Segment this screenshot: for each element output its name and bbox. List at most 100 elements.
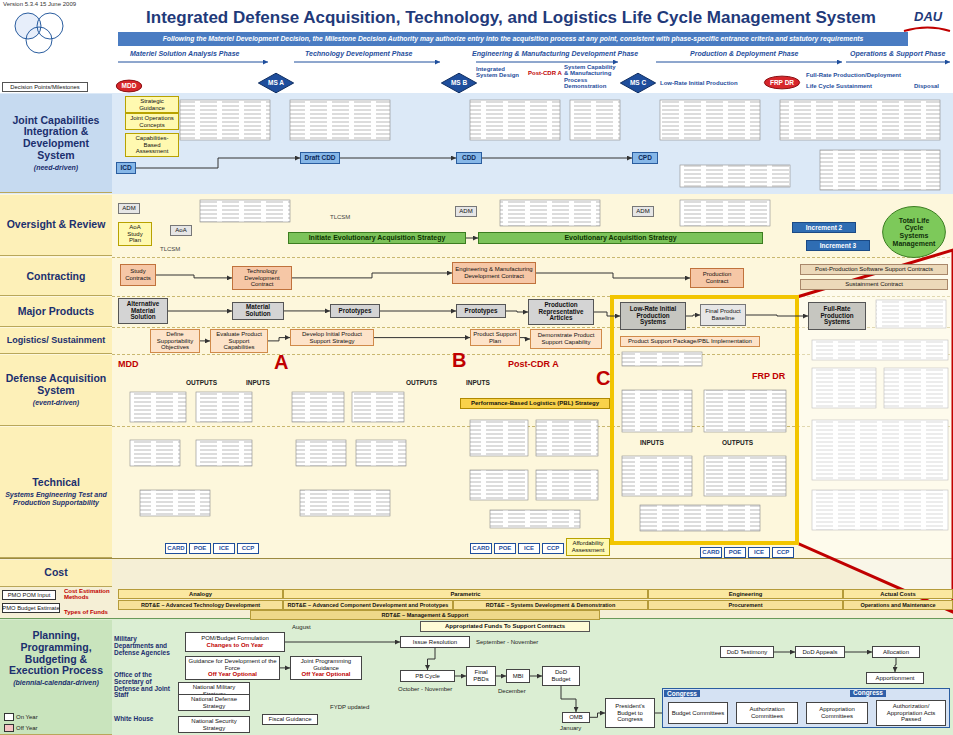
budget-box: President's Budget to Congress — [605, 698, 655, 728]
detail-panel — [352, 392, 404, 422]
logo-text: DAU — [914, 10, 942, 24]
detail-panel — [196, 392, 252, 422]
node-text: PB Cycle — [415, 673, 440, 680]
flow-arrow — [845, 652, 872, 653]
detail-panel — [536, 420, 598, 456]
header-ground — [0, 0, 953, 93]
detail-panel — [640, 505, 760, 531]
node-text: Alternative Material Solution — [121, 301, 165, 322]
detail-panel — [356, 440, 406, 466]
node-text: AoA — [175, 227, 186, 234]
budget-box: Appropriation Committees — [806, 702, 868, 724]
node-text: Technical — [32, 477, 80, 489]
process-box: Capabilities-Based Assessment — [125, 133, 179, 157]
budget-box: Budget Committees — [668, 702, 728, 724]
month-label: January — [560, 725, 581, 731]
review-label: Post-CDR A — [528, 70, 562, 76]
node-subtext: (biennial-calendar-driven) — [13, 679, 99, 687]
congress-tab: Congress — [850, 690, 886, 697]
node-text: Material Solution — [235, 304, 281, 318]
io-label: INPUTS — [246, 380, 270, 387]
budget-box: POM/Budget FormulationChanges to On Year — [185, 632, 285, 652]
detail-panel — [622, 456, 692, 496]
funds-box: Appropriated Funds To Support Contracts — [420, 621, 590, 632]
node-text: Capabilities-Based Assessment — [128, 135, 176, 155]
flow-arrow — [284, 310, 330, 311]
detail-panel — [622, 390, 692, 432]
strategy-bar: Initiate Evolutionary Acquisition Strate… — [288, 232, 466, 244]
increment-arrow: Increment 2 — [792, 222, 856, 233]
node-text: Evaluate Product Support Capabilities — [213, 331, 265, 351]
process-box: Joint Operations Concepts — [125, 113, 179, 130]
detail-panel — [180, 100, 270, 140]
fund-bar: RDT&E – Management & Support — [250, 610, 600, 620]
diamond-shape — [441, 73, 476, 93]
node-text: RDT&E – Advanced Technology Development — [141, 602, 260, 608]
diamond-shape — [620, 73, 655, 93]
node-text: ICE — [219, 545, 229, 552]
venn-circle — [37, 13, 63, 39]
node-text: FRP DR — [770, 79, 794, 86]
document-box: CPD — [632, 152, 658, 164]
detail-panel — [536, 470, 598, 500]
month-label: December — [498, 688, 526, 694]
node-subtext: Off Year Optional — [302, 671, 351, 678]
node-text: CCP — [547, 545, 560, 552]
milestone-diamond: MS A — [258, 73, 294, 93]
io-label: INPUTS — [640, 440, 664, 447]
node-text: Production Representative Articles — [531, 302, 591, 323]
node-text: Product Support Plan — [473, 331, 517, 344]
node-text: POE — [729, 549, 742, 556]
node-text: MDD — [122, 82, 137, 89]
legend-swatch — [4, 713, 14, 721]
flow-arrow — [594, 312, 620, 316]
flow-arrow — [774, 652, 795, 653]
budget-box: Authorization Committees — [736, 702, 798, 724]
node-text: Production Contract — [693, 271, 741, 284]
contract-box: Technology Development Contract — [232, 266, 292, 290]
node-text: Affordability Assessment — [569, 540, 607, 553]
fund-bar: Operations and Maintenance — [843, 600, 953, 610]
node-text: Full-Rate Production Systems — [811, 306, 863, 327]
estimate-box: ICE — [748, 547, 770, 558]
estimate-box: ICE — [213, 543, 235, 554]
budget-box: National Defense Strategy — [178, 694, 250, 711]
detail-panel — [490, 510, 580, 528]
budget-box: Allocation — [872, 646, 920, 658]
node-text: Cost — [44, 567, 67, 579]
estimate-box: CARD — [165, 543, 187, 554]
flow-arrow — [380, 311, 456, 312]
row-separator — [0, 558, 953, 559]
process-box: ADM — [118, 203, 140, 214]
row-header: Cost — [0, 560, 112, 587]
phase-label: Materiel Solution Analysis Phase — [130, 50, 239, 57]
product-box: Material Solution — [232, 302, 284, 320]
node-text: PMO POM Input — [8, 592, 51, 598]
node-text: Increment 2 — [806, 224, 843, 231]
phase-arrow — [476, 62, 618, 63]
detail-panel — [780, 100, 940, 140]
document-box: CDD — [456, 152, 482, 164]
lifecycle-circle: Total Life Cycle Systems Management — [882, 206, 946, 258]
node-text: CPD — [638, 154, 652, 161]
node-text: President's Budget to Congress — [608, 703, 652, 723]
io-label: INPUTS — [466, 380, 490, 387]
logistics-box: Product Support Plan — [470, 329, 520, 346]
node-text: Following the Materiel Development Decis… — [163, 35, 864, 42]
flow-arrow — [895, 658, 896, 672]
flow-arrow — [292, 273, 452, 278]
node-text: Joint Operations Concepts — [128, 115, 176, 128]
node-text: Final PBDs — [469, 669, 493, 682]
process-box: AoA Study Plan — [118, 222, 152, 246]
row-header: Oversight & Review — [0, 195, 112, 256]
node-subtext: Off Year Optional — [208, 671, 257, 678]
node-text: Develop Initial Product Support Strategy — [293, 331, 371, 344]
row-sublabel: Military Departments and Defense Agencie… — [114, 636, 178, 656]
input-box: PMO Budget Estimate — [2, 603, 60, 613]
detail-panel — [200, 200, 290, 222]
detail-panel — [680, 165, 790, 187]
highlight-frame — [612, 297, 797, 543]
process-box: ADM — [632, 206, 654, 217]
milestone-diamond: MS C — [620, 73, 656, 93]
node-text: ADM — [122, 205, 135, 212]
